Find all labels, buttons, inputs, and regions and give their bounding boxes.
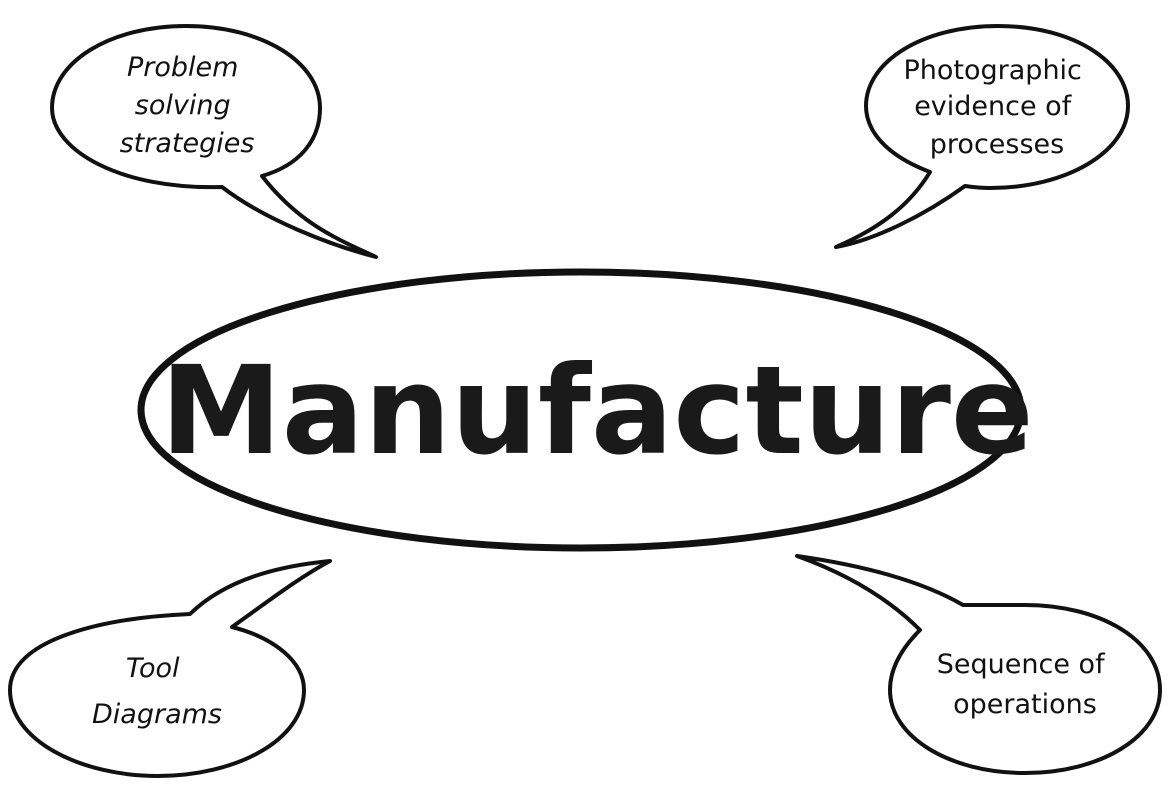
bubble-top-left-line-3: strategies — [120, 128, 255, 159]
bubble-top-left-shape — [50, 24, 378, 259]
bubble-bottom-right-text: Sequence of operations — [937, 649, 1113, 720]
bubble-top-left: Problem solving strategies — [50, 24, 378, 259]
bubble-bottom-left-line-2: Diagrams — [92, 699, 222, 730]
bubble-top-left-text: Problem solving strategies — [120, 52, 255, 159]
bubble-top-right-line-1: Photographic — [904, 55, 1082, 86]
central-ellipse — [137, 268, 1025, 552]
bubble-top-right-shape — [834, 24, 1130, 249]
bubble-bottom-right: Sequence of operations — [795, 554, 1162, 775]
bubble-top-right-line-2: evidence of — [914, 91, 1073, 122]
bubble-bottom-left-shape — [8, 559, 332, 778]
bubble-top-right-text: Photographic evidence of processes — [904, 55, 1091, 160]
bubble-bottom-right-line-2: operations — [953, 689, 1097, 720]
bubble-bottom-right-shape — [795, 554, 1162, 775]
bubble-top-right-line-3: processes — [930, 129, 1064, 160]
bubble-top-left-line-2: solving — [135, 90, 231, 121]
bubble-bottom-left-text: Tool Diagrams — [92, 653, 222, 730]
bubble-top-right: Photographic evidence of processes — [834, 24, 1130, 249]
bubble-top-left-line-1: Problem — [127, 52, 238, 83]
central-label: Manufacture — [160, 340, 1033, 482]
bubble-bottom-left-line-1: Tool — [126, 653, 180, 684]
bubble-bottom-left: Tool Diagrams — [8, 559, 332, 778]
bubble-bottom-right-line-1: Sequence of — [937, 649, 1106, 680]
